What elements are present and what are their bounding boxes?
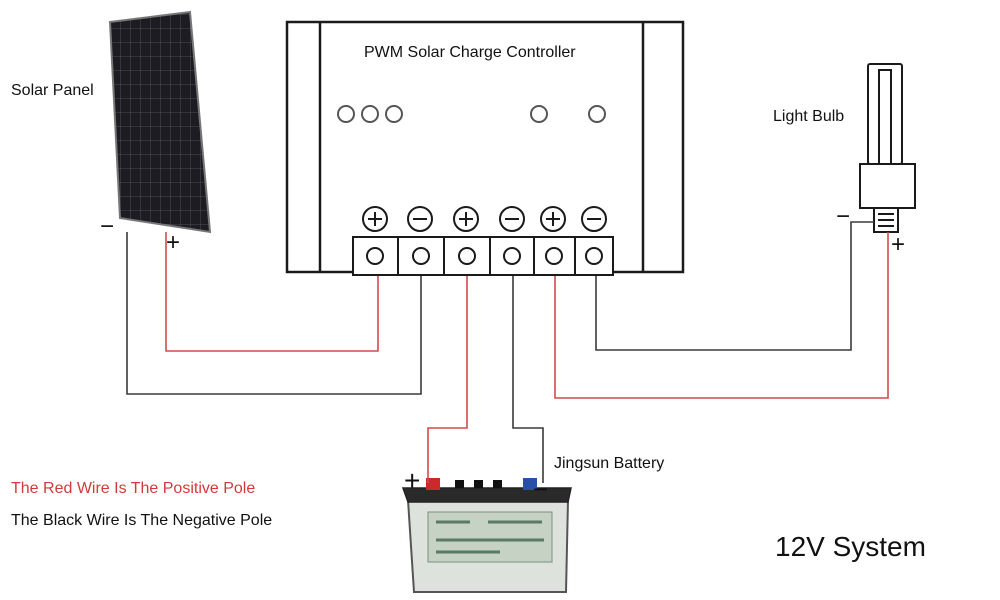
- solar-panel-label: Solar Panel: [11, 82, 94, 99]
- load-negative-wire: [595, 221, 874, 351]
- terminal-screw: [545, 247, 563, 265]
- battery: [401, 478, 572, 593]
- light-bulb-label: Light Bulb: [773, 108, 845, 125]
- panel-positive-mark: +: [166, 229, 180, 256]
- battery-positive-terminal: [426, 478, 440, 490]
- panel-negative-wire: [126, 232, 422, 395]
- charge-controller: [285, 20, 685, 276]
- negative-wires: [126, 221, 874, 483]
- bulb-positive-mark: +: [891, 231, 905, 258]
- indicator-led: [530, 105, 548, 123]
- indicator-led: [588, 105, 606, 123]
- indicator-led: [385, 105, 403, 123]
- load-positive-wire: [554, 232, 889, 399]
- battery-positive-wire: [427, 276, 468, 483]
- legend-black-wire: The Black Wire Is The Negative Pole: [11, 512, 273, 529]
- system-voltage-label: 12V System: [775, 531, 926, 562]
- light-bulb: [859, 63, 916, 233]
- indicator-led: [337, 105, 355, 123]
- terminal-screw: [503, 247, 521, 265]
- bulb-negative-mark: −: [836, 203, 850, 230]
- polarity-marks: − + − + + −: [100, 203, 905, 504]
- legend-red-wire: The Red Wire Is The Positive Pole: [11, 480, 256, 497]
- battery-positive-mark: +: [404, 465, 420, 496]
- battery-negative-terminal: [523, 478, 537, 490]
- battery-negative-mark: −: [533, 474, 548, 504]
- solar-panel: [108, 10, 212, 234]
- terminal-block: [352, 236, 614, 276]
- indicator-leds: [337, 105, 606, 123]
- terminal-screw: [458, 247, 476, 265]
- indicator-led: [361, 105, 379, 123]
- battery-negative-wire: [512, 276, 544, 483]
- panel-positive-wire: [165, 232, 379, 352]
- panel-negative-mark: −: [100, 213, 114, 240]
- controller-label: PWM Solar Charge Controller: [364, 44, 576, 61]
- terminal-screw: [412, 247, 430, 265]
- terminal-screw: [366, 247, 384, 265]
- controller-polarity-symbols: [362, 206, 607, 232]
- positive-wires: [165, 232, 889, 483]
- terminal-screw: [585, 247, 603, 265]
- battery-label: Jingsun Battery: [554, 455, 665, 472]
